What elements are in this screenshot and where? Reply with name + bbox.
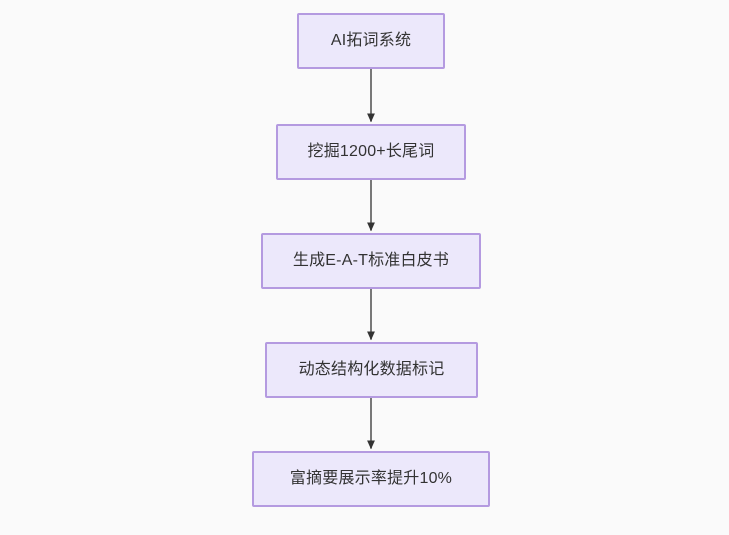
node-label: 动态结构化数据标记 <box>298 361 445 379</box>
flowchart-node-structured-data-markup[interactable]: 动态结构化数据标记 <box>265 342 478 398</box>
flowchart-node-longtail-keywords[interactable]: 挖掘1200+长尾词 <box>276 124 466 180</box>
flowchart-node-ai-keyword-system[interactable]: AI拓词系统 <box>297 13 445 69</box>
flowchart-node-rich-snippet-uplift[interactable]: 富摘要展示率提升10% <box>252 451 490 507</box>
node-label: 生成E-A-T标准白皮书 <box>292 252 450 270</box>
node-label: 富摘要展示率提升10% <box>289 470 453 488</box>
node-label: 挖掘1200+长尾词 <box>307 143 435 161</box>
flowchart-node-eat-whitepaper[interactable]: 生成E-A-T标准白皮书 <box>261 233 481 289</box>
node-label: AI拓词系统 <box>330 32 412 50</box>
